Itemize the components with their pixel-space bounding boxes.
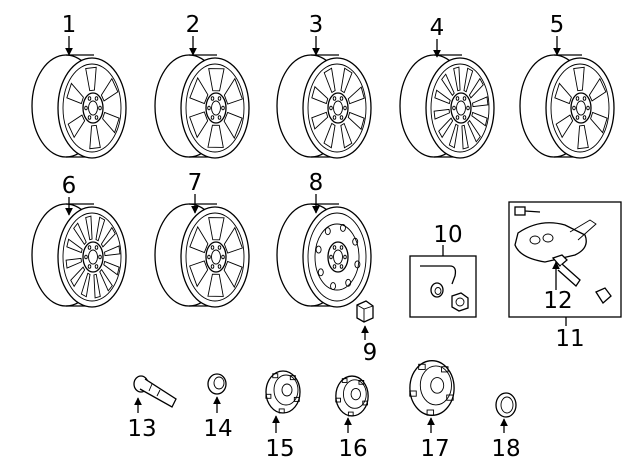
wheel-4-number: 4 xyxy=(430,15,445,41)
center-cap-c-number: 17 xyxy=(420,436,449,462)
wheel-7 xyxy=(154,203,250,308)
wheel-2-number: 2 xyxy=(186,12,201,38)
center-cap-small-number: 14 xyxy=(203,416,232,442)
wheel-1-number: 1 xyxy=(62,12,77,38)
wheel-5 xyxy=(519,54,615,159)
wheel-1 xyxy=(31,54,127,159)
retaining-ring xyxy=(495,392,517,418)
lug-nut-number: 9 xyxy=(363,340,378,366)
wheel-lock-kit-number: 10 xyxy=(433,222,462,248)
wheel-7-number: 7 xyxy=(188,170,203,196)
valve-stem xyxy=(133,375,177,408)
wheel-3 xyxy=(276,54,372,159)
wheel-6-number: 6 xyxy=(62,173,77,199)
tpms-sensor xyxy=(514,219,597,263)
center-cap-a-number: 15 xyxy=(265,436,294,462)
tpms-kit xyxy=(508,201,622,318)
tpms-kit-number: 11 xyxy=(555,326,584,352)
wheel-4 xyxy=(399,54,495,159)
wheel-lock-kit xyxy=(409,255,477,318)
lug-nut xyxy=(356,300,374,323)
wheel-6 xyxy=(31,203,127,308)
wheel-2 xyxy=(154,54,250,159)
wheel-8 xyxy=(276,203,372,308)
tpms-sensor-number: 12 xyxy=(543,288,572,314)
wheel-8-number: 8 xyxy=(309,170,324,196)
center-cap-b-number: 16 xyxy=(338,436,367,462)
center-cap-b xyxy=(335,375,369,417)
center-cap-small xyxy=(207,373,227,395)
wheel-3-number: 3 xyxy=(309,12,324,38)
center-cap-c xyxy=(409,360,455,416)
wheel-5-number: 5 xyxy=(550,12,565,38)
center-cap-a xyxy=(265,370,301,414)
valve-stem-number: 13 xyxy=(127,416,156,442)
retaining-ring-number: 18 xyxy=(491,436,520,462)
